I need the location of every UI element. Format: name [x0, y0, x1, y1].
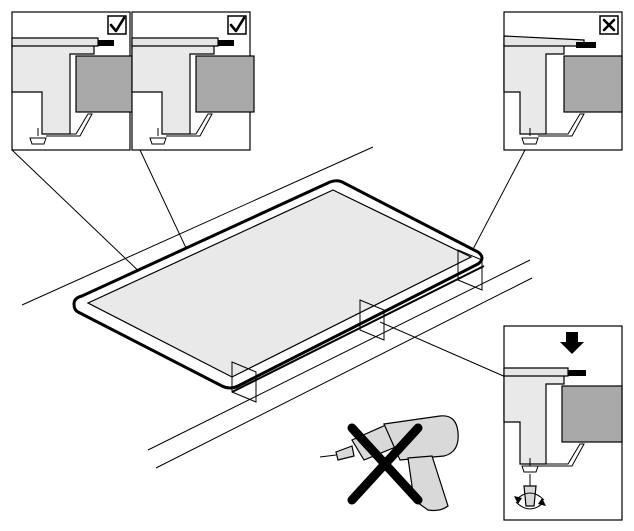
panel-correct-1 — [11, 11, 135, 151]
worktop — [21, 146, 533, 469]
panel-adjust — [503, 325, 623, 521]
check-icon — [109, 16, 126, 33]
panel-correct-2 — [131, 11, 255, 151]
screwdriver-icon — [523, 474, 537, 507]
forbidden-drill — [319, 415, 459, 512]
arrow-down-icon — [560, 332, 584, 354]
cross-icon — [602, 18, 616, 32]
check-icon — [229, 16, 246, 33]
prohibited-icon — [347, 423, 423, 505]
hob — [72, 179, 485, 403]
panel-incorrect — [503, 11, 623, 151]
